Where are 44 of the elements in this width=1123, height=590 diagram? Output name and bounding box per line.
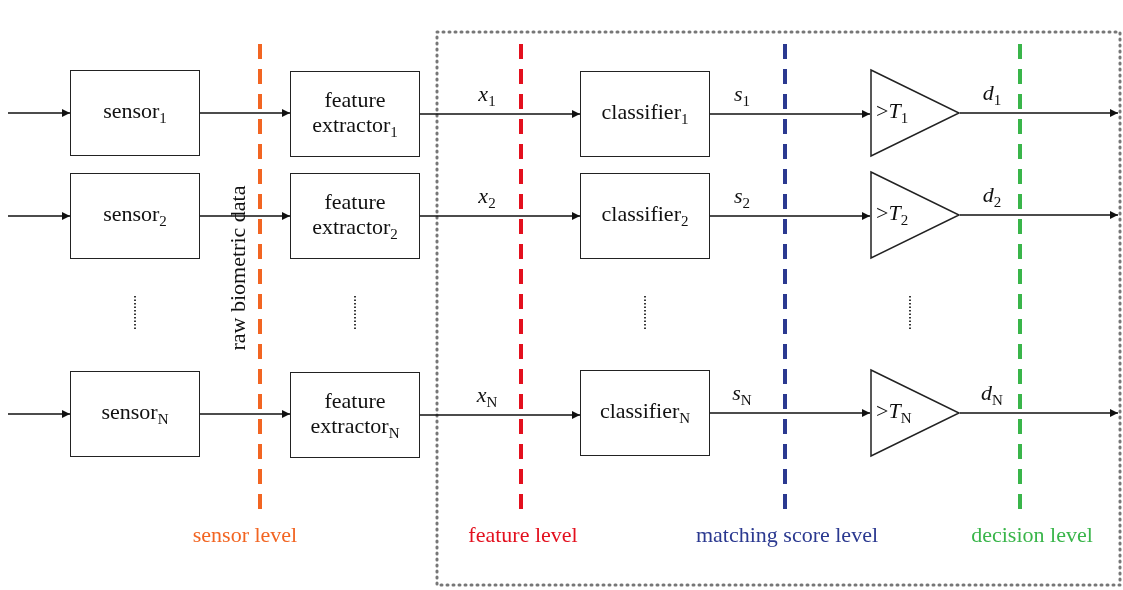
arrow <box>959 109 1119 117</box>
arrow <box>709 212 871 220</box>
node-label: sensor$_{N}$ <box>101 399 169 429</box>
axis-label: raw biometric data <box>225 185 251 351</box>
node-label: feature extractor$_{2}$ <box>311 188 399 244</box>
node-label: >T$_{N}$ <box>876 398 912 428</box>
arrow <box>7 109 71 117</box>
arrow <box>709 409 871 417</box>
level-label: decision level <box>971 522 1093 548</box>
classifier-box <box>580 173 710 259</box>
classifier-box <box>580 370 710 456</box>
arrow <box>709 110 871 118</box>
arrow <box>7 410 71 418</box>
node-label: feature extractor$_{N}$ <box>309 387 401 443</box>
classifier-box <box>580 71 710 157</box>
threshold-triangle <box>870 369 960 457</box>
threshold-triangle <box>870 171 960 259</box>
arrow <box>7 212 71 220</box>
arrow <box>199 212 291 220</box>
arrow <box>419 411 581 419</box>
node-label: sensor$_{2}$ <box>103 201 167 231</box>
extractor-box <box>290 372 420 458</box>
node-label: sensor$_{1}$ <box>103 98 167 128</box>
arrow <box>199 109 291 117</box>
node-label: >T$_{2}$ <box>876 200 909 230</box>
sensor-box <box>70 371 200 457</box>
node-label: feature extractor$_{1}$ <box>311 86 399 142</box>
level-label: feature level <box>468 522 578 548</box>
arrow <box>419 110 581 118</box>
node-label: >T$_{1}$ <box>876 98 909 128</box>
arrow <box>959 211 1119 219</box>
level-label: sensor level <box>192 522 298 548</box>
level-label: matching score level <box>696 522 878 548</box>
node-label: classifier$_{N}$ <box>599 398 691 428</box>
sensor-box <box>70 173 200 259</box>
node-label: classifier$_{1}$ <box>601 99 689 129</box>
extractor-box <box>290 173 420 259</box>
extractor-box <box>290 71 420 157</box>
sensor-box <box>70 70 200 156</box>
node-label: classifier$_{2}$ <box>601 201 689 231</box>
arrow <box>419 212 581 220</box>
arrow <box>959 409 1119 417</box>
arrow <box>199 410 291 418</box>
threshold-triangle <box>870 69 960 157</box>
